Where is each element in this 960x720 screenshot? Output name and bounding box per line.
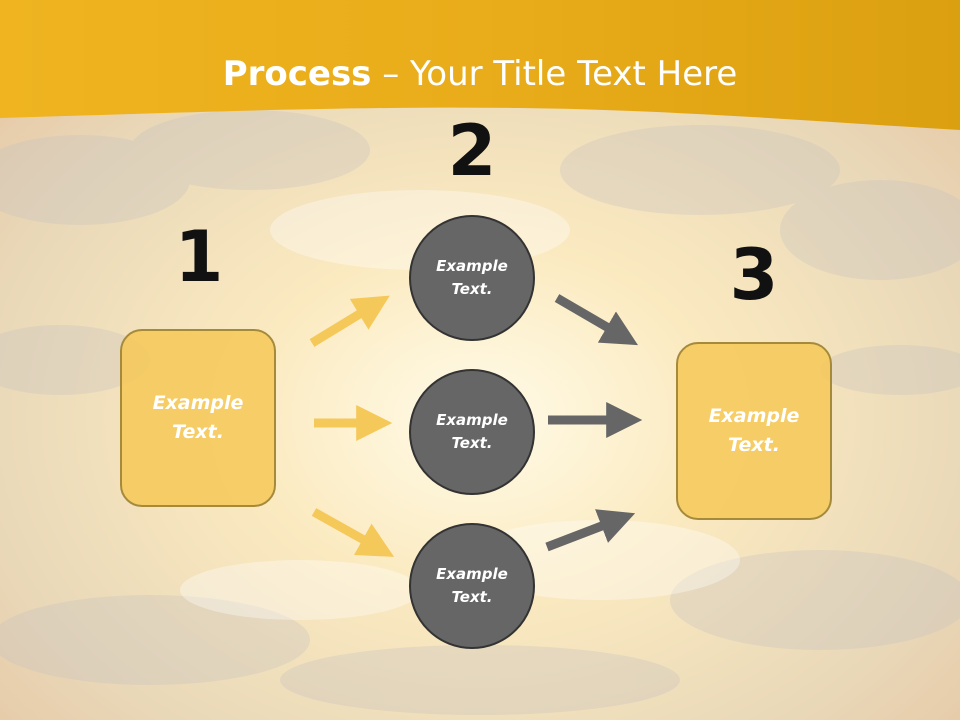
arrow-from-circle-top: [554, 294, 639, 346]
arrow-to-circle-top: [309, 295, 390, 347]
step-number-1: 1: [174, 216, 224, 298]
arrow-to-circle-bottom: [311, 508, 395, 557]
left-box-text: Example Text.: [152, 392, 244, 443]
step-number-3: 3: [729, 234, 779, 316]
right-process-box: Example Text.: [676, 342, 832, 520]
step-number-2: 2: [447, 110, 497, 192]
circle-middle: Example Text.: [409, 369, 535, 495]
title-rest-part: – Your Title Text Here: [371, 54, 738, 94]
slide-title: Process – Your Title Text Here: [0, 52, 960, 96]
circle-top-text: Example Text.: [436, 257, 508, 298]
arrow-from-circle-bottom: [545, 509, 636, 552]
circle-middle-text: Example Text.: [436, 411, 508, 452]
left-process-box: Example Text.: [120, 329, 276, 507]
circle-bottom: Example Text.: [409, 523, 535, 649]
circle-bottom-text: Example Text.: [436, 565, 508, 606]
circle-top: Example Text.: [409, 215, 535, 341]
right-box-text: Example Text.: [708, 405, 800, 456]
title-bold-part: Process: [222, 54, 372, 94]
